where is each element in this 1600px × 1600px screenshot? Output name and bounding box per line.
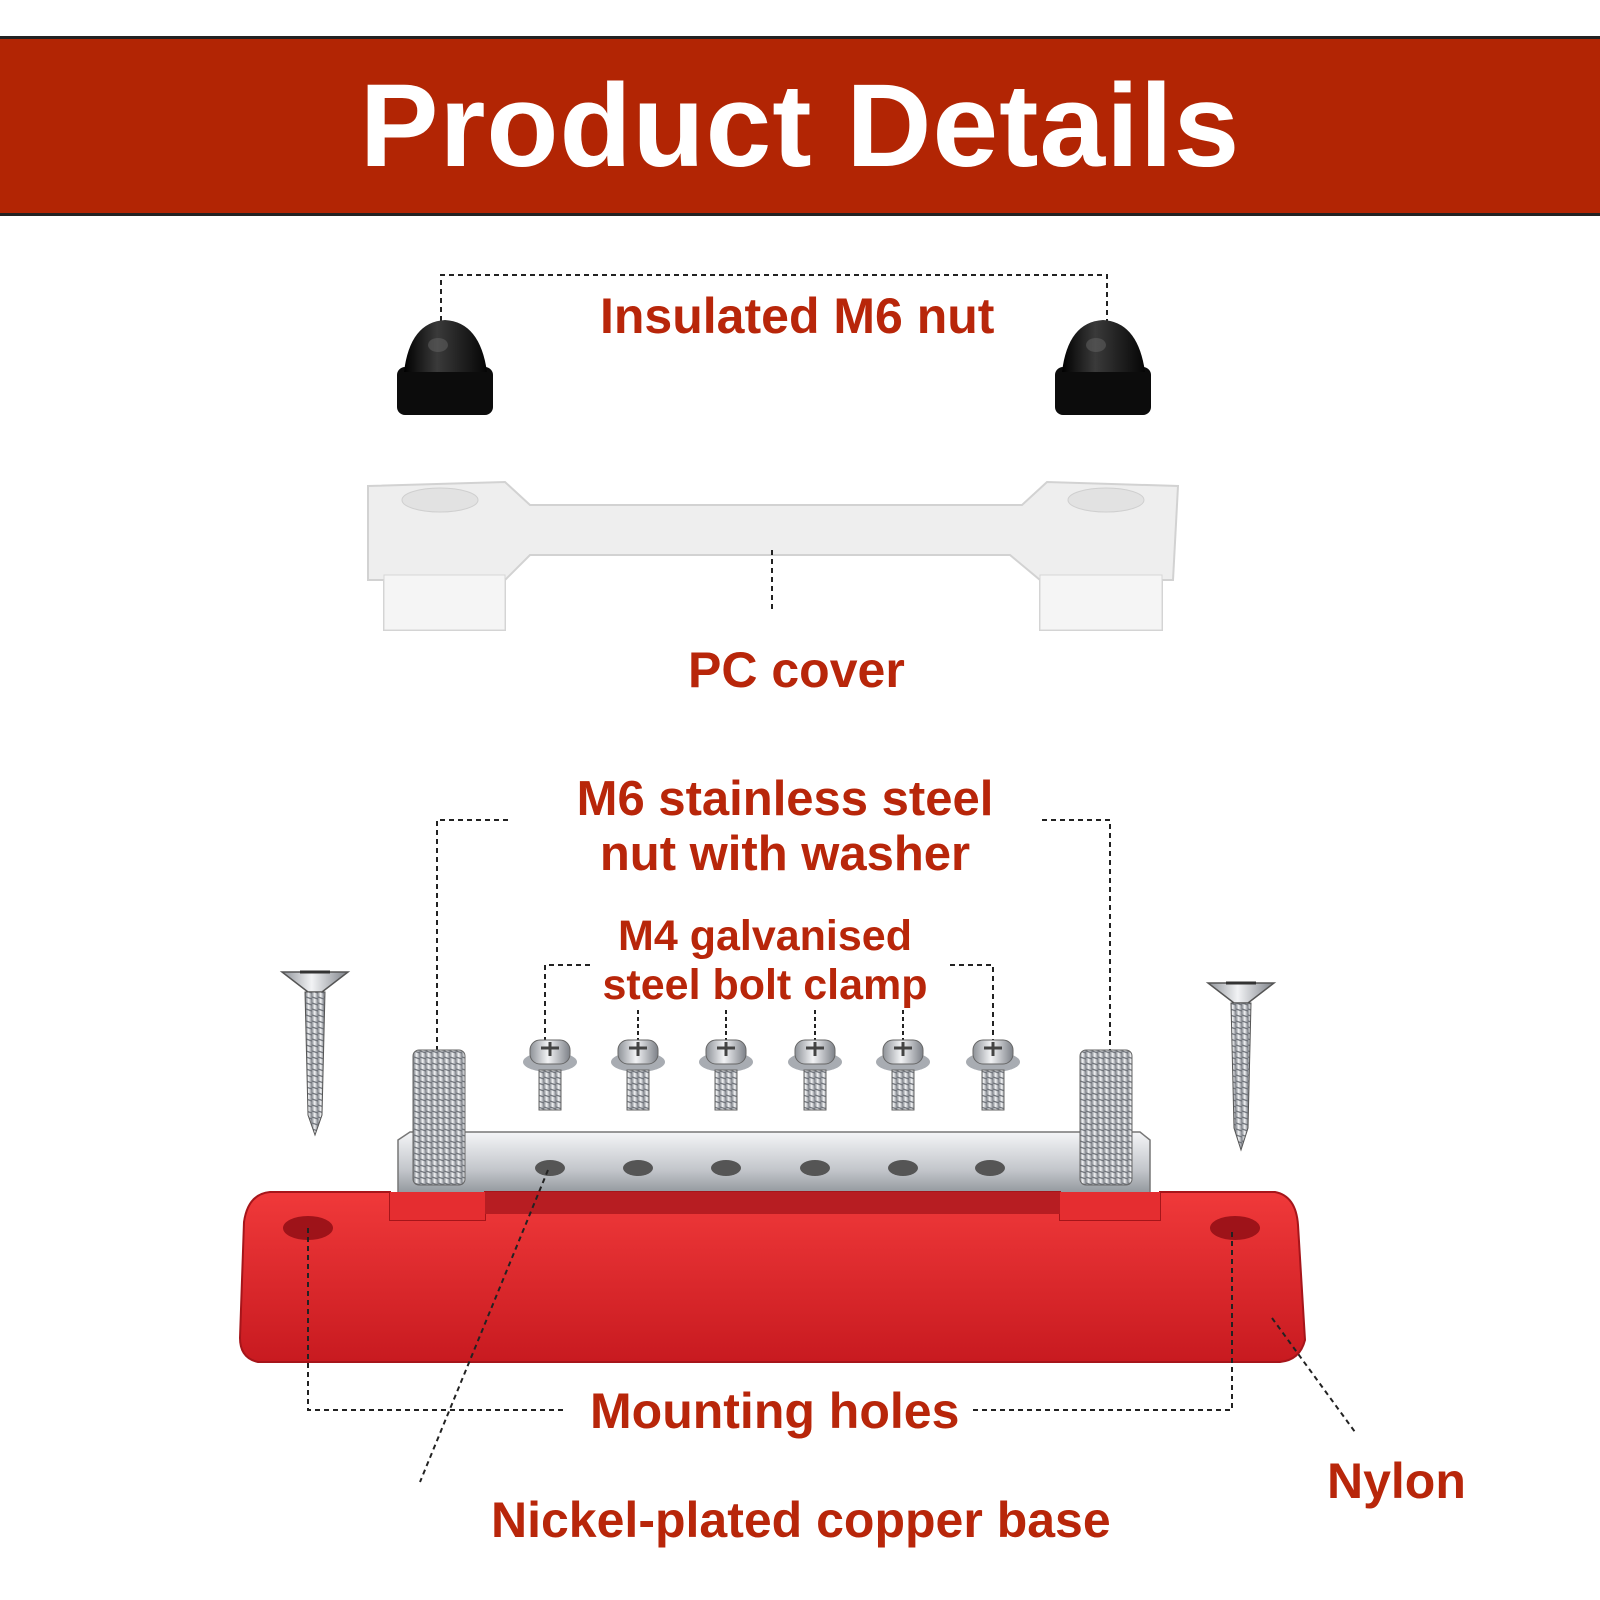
- mounting-screw-left: [279, 970, 351, 1137]
- cap-nut-left: [397, 320, 493, 415]
- galvanised-clamp-label: M4 galvanised steel bolt clamp: [590, 912, 940, 1011]
- galvanised-clamp-label-line2: steel bolt clamp: [602, 961, 928, 1010]
- pc-cover: [367, 480, 1180, 631]
- clamp-leader-right: [950, 964, 994, 1040]
- clamp-screw-6: [966, 1039, 1020, 1111]
- pc-cover-label: PC cover: [688, 642, 905, 698]
- stainless-nut-label-line2: nut with washer: [599, 826, 971, 881]
- clamp-screw-4: [788, 1039, 842, 1111]
- insulated-nut-leader: [440, 274, 1108, 330]
- clamp-screw-2: [611, 1039, 665, 1111]
- nylon-base: [238, 1191, 1307, 1363]
- mounting-holes-label: Mounting holes: [590, 1383, 960, 1439]
- nylon-label: Nylon: [1327, 1453, 1466, 1509]
- clamp-screw-3: [699, 1039, 753, 1111]
- page-title: Product Details: [359, 60, 1241, 192]
- mounting-holes-leader-left: [307, 1228, 565, 1411]
- copper-base-leader: [419, 1169, 549, 1483]
- stainless-nut-leader-right: [1042, 819, 1111, 1055]
- galvanised-clamp-label-line1: M4 galvanised: [618, 912, 912, 960]
- stainless-nut-leader-left: [436, 819, 508, 1055]
- stud-right: [1079, 1049, 1133, 1186]
- mounting-holes-leader-right: [973, 1228, 1233, 1411]
- insulated-nut-label: Insulated M6 nut: [600, 288, 995, 344]
- cap-nut-right: [1055, 320, 1151, 415]
- clamp-screw-5: [876, 1039, 930, 1111]
- mounting-screw-right: [1205, 981, 1277, 1152]
- clamp-screw-1: [523, 1039, 577, 1111]
- nylon-leader: [1271, 1317, 1356, 1433]
- clamp-leader-left: [544, 964, 590, 1040]
- stainless-nut-label: M6 stainless steel nut with washer: [560, 772, 1010, 882]
- stud-left: [412, 1049, 466, 1186]
- stainless-nut-label-line1: M6 stainless steel: [576, 772, 994, 826]
- header-banner: Product Details: [0, 36, 1600, 216]
- copper-base-bar: [397, 1131, 1151, 1196]
- copper-base-label: Nickel-plated copper base: [491, 1492, 1111, 1548]
